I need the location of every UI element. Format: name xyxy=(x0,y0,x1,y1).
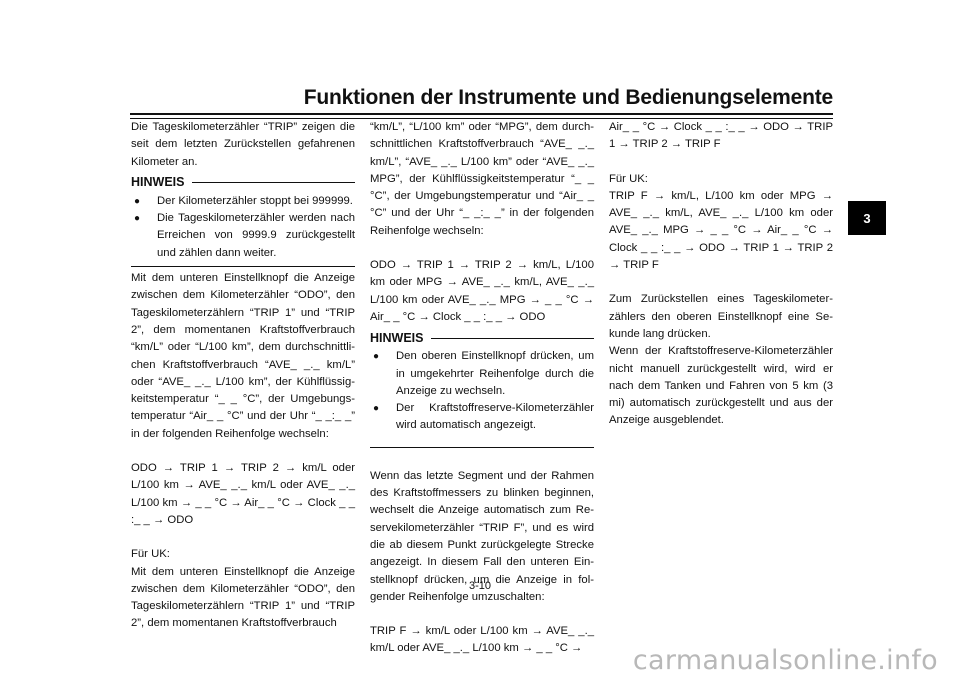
paragraph: Mit dem unteren Einstellknopf die Anzeig… xyxy=(131,565,355,630)
note-title: HINWEIS xyxy=(131,175,185,190)
sequence-paragraph: ODO → TRIP 1 → TRIP 2 → km/L, L/100 km o… xyxy=(370,259,594,323)
note-bullet: ● Der Kraftstoffreserve-Kilometerzähler … xyxy=(370,400,594,435)
header-rule-thick xyxy=(130,113,833,115)
page-header-title: Funktionen der Instrumente und Bedienung… xyxy=(303,86,833,109)
paragraph: Wenn das letzte Segment und der Rahmen d… xyxy=(370,469,594,603)
paragraph: “km/L”, “L/100 km” oder “MPG”, dem durch… xyxy=(370,121,594,237)
note-bullet: ● Die Tageskilometerzähler werden nach E… xyxy=(131,210,355,262)
note-bullet: ● Den oberen Einstellknopf drücken, um i… xyxy=(370,348,594,400)
note-end-rule xyxy=(370,446,594,448)
bullet-text: Die Tageskilometerzähler werden nach Err… xyxy=(157,212,355,259)
paragraph: Für UK: xyxy=(131,548,170,561)
note-end-rule xyxy=(131,266,355,268)
bullet-text: Der Kraftstoffreserve-Kilometerzähler wi… xyxy=(396,402,594,432)
text-column-3: Air_ _ °C → Clock _ _ :_ _ → ODO → TRIP … xyxy=(609,119,833,430)
text-column-2: “km/L”, “L/100 km” oder “MPG”, dem durch… xyxy=(370,119,594,658)
paragraph: Mit dem unteren Einstellknopf die Anzeig… xyxy=(131,272,355,440)
header-rule-thin xyxy=(130,118,833,119)
sequence-paragraph: ODO → TRIP 1 → TRIP 2 → km/L oder L/100 … xyxy=(131,462,355,526)
text-column-1: Die Tageskilometerzähler “TRIP” zeigen d… xyxy=(131,119,355,633)
bullet-text: Den oberen Einstellknopf drücken, um in … xyxy=(396,350,594,397)
paragraph: Zum Zurückstellen eines Tageskilometer­z… xyxy=(609,293,833,340)
bullet-icon: ● xyxy=(134,195,141,207)
bullet-text: Der Kilometerzähler stoppt bei 999999. xyxy=(157,194,353,207)
note-heading: HINWEIS xyxy=(370,328,594,348)
paragraph: Die Tageskilometerzähler “TRIP” zeigen d… xyxy=(131,121,355,168)
paragraph: Für UK: xyxy=(609,172,648,185)
sequence-paragraph: TRIP F → km/L, L/100 km oder MPG → AVE_ … xyxy=(609,189,833,272)
bullet-icon: ● xyxy=(134,213,141,225)
sequence-paragraph: Air_ _ °C → Clock _ _ :_ _ → ODO → TRIP … xyxy=(609,121,833,151)
watermark-text: carmanualsonline.info xyxy=(632,645,938,676)
note-rule xyxy=(192,182,355,184)
paragraph: Wenn der Kraftstoffreserve-Kilometerzähl… xyxy=(609,345,833,427)
note-title: HINWEIS xyxy=(370,330,424,345)
note-rule xyxy=(431,337,594,339)
bullet-icon: ● xyxy=(373,403,380,415)
sequence-paragraph: TRIP F → km/L oder L/100 km → AVE_ _._ k… xyxy=(370,625,594,655)
note-heading: HINWEIS xyxy=(131,173,355,193)
chapter-tab: 3 xyxy=(848,201,886,235)
note-bullet: ● Der Kilometerzähler stoppt bei 999999. xyxy=(131,193,355,210)
bullet-icon: ● xyxy=(373,351,380,363)
page-number: 3-10 xyxy=(468,580,492,592)
